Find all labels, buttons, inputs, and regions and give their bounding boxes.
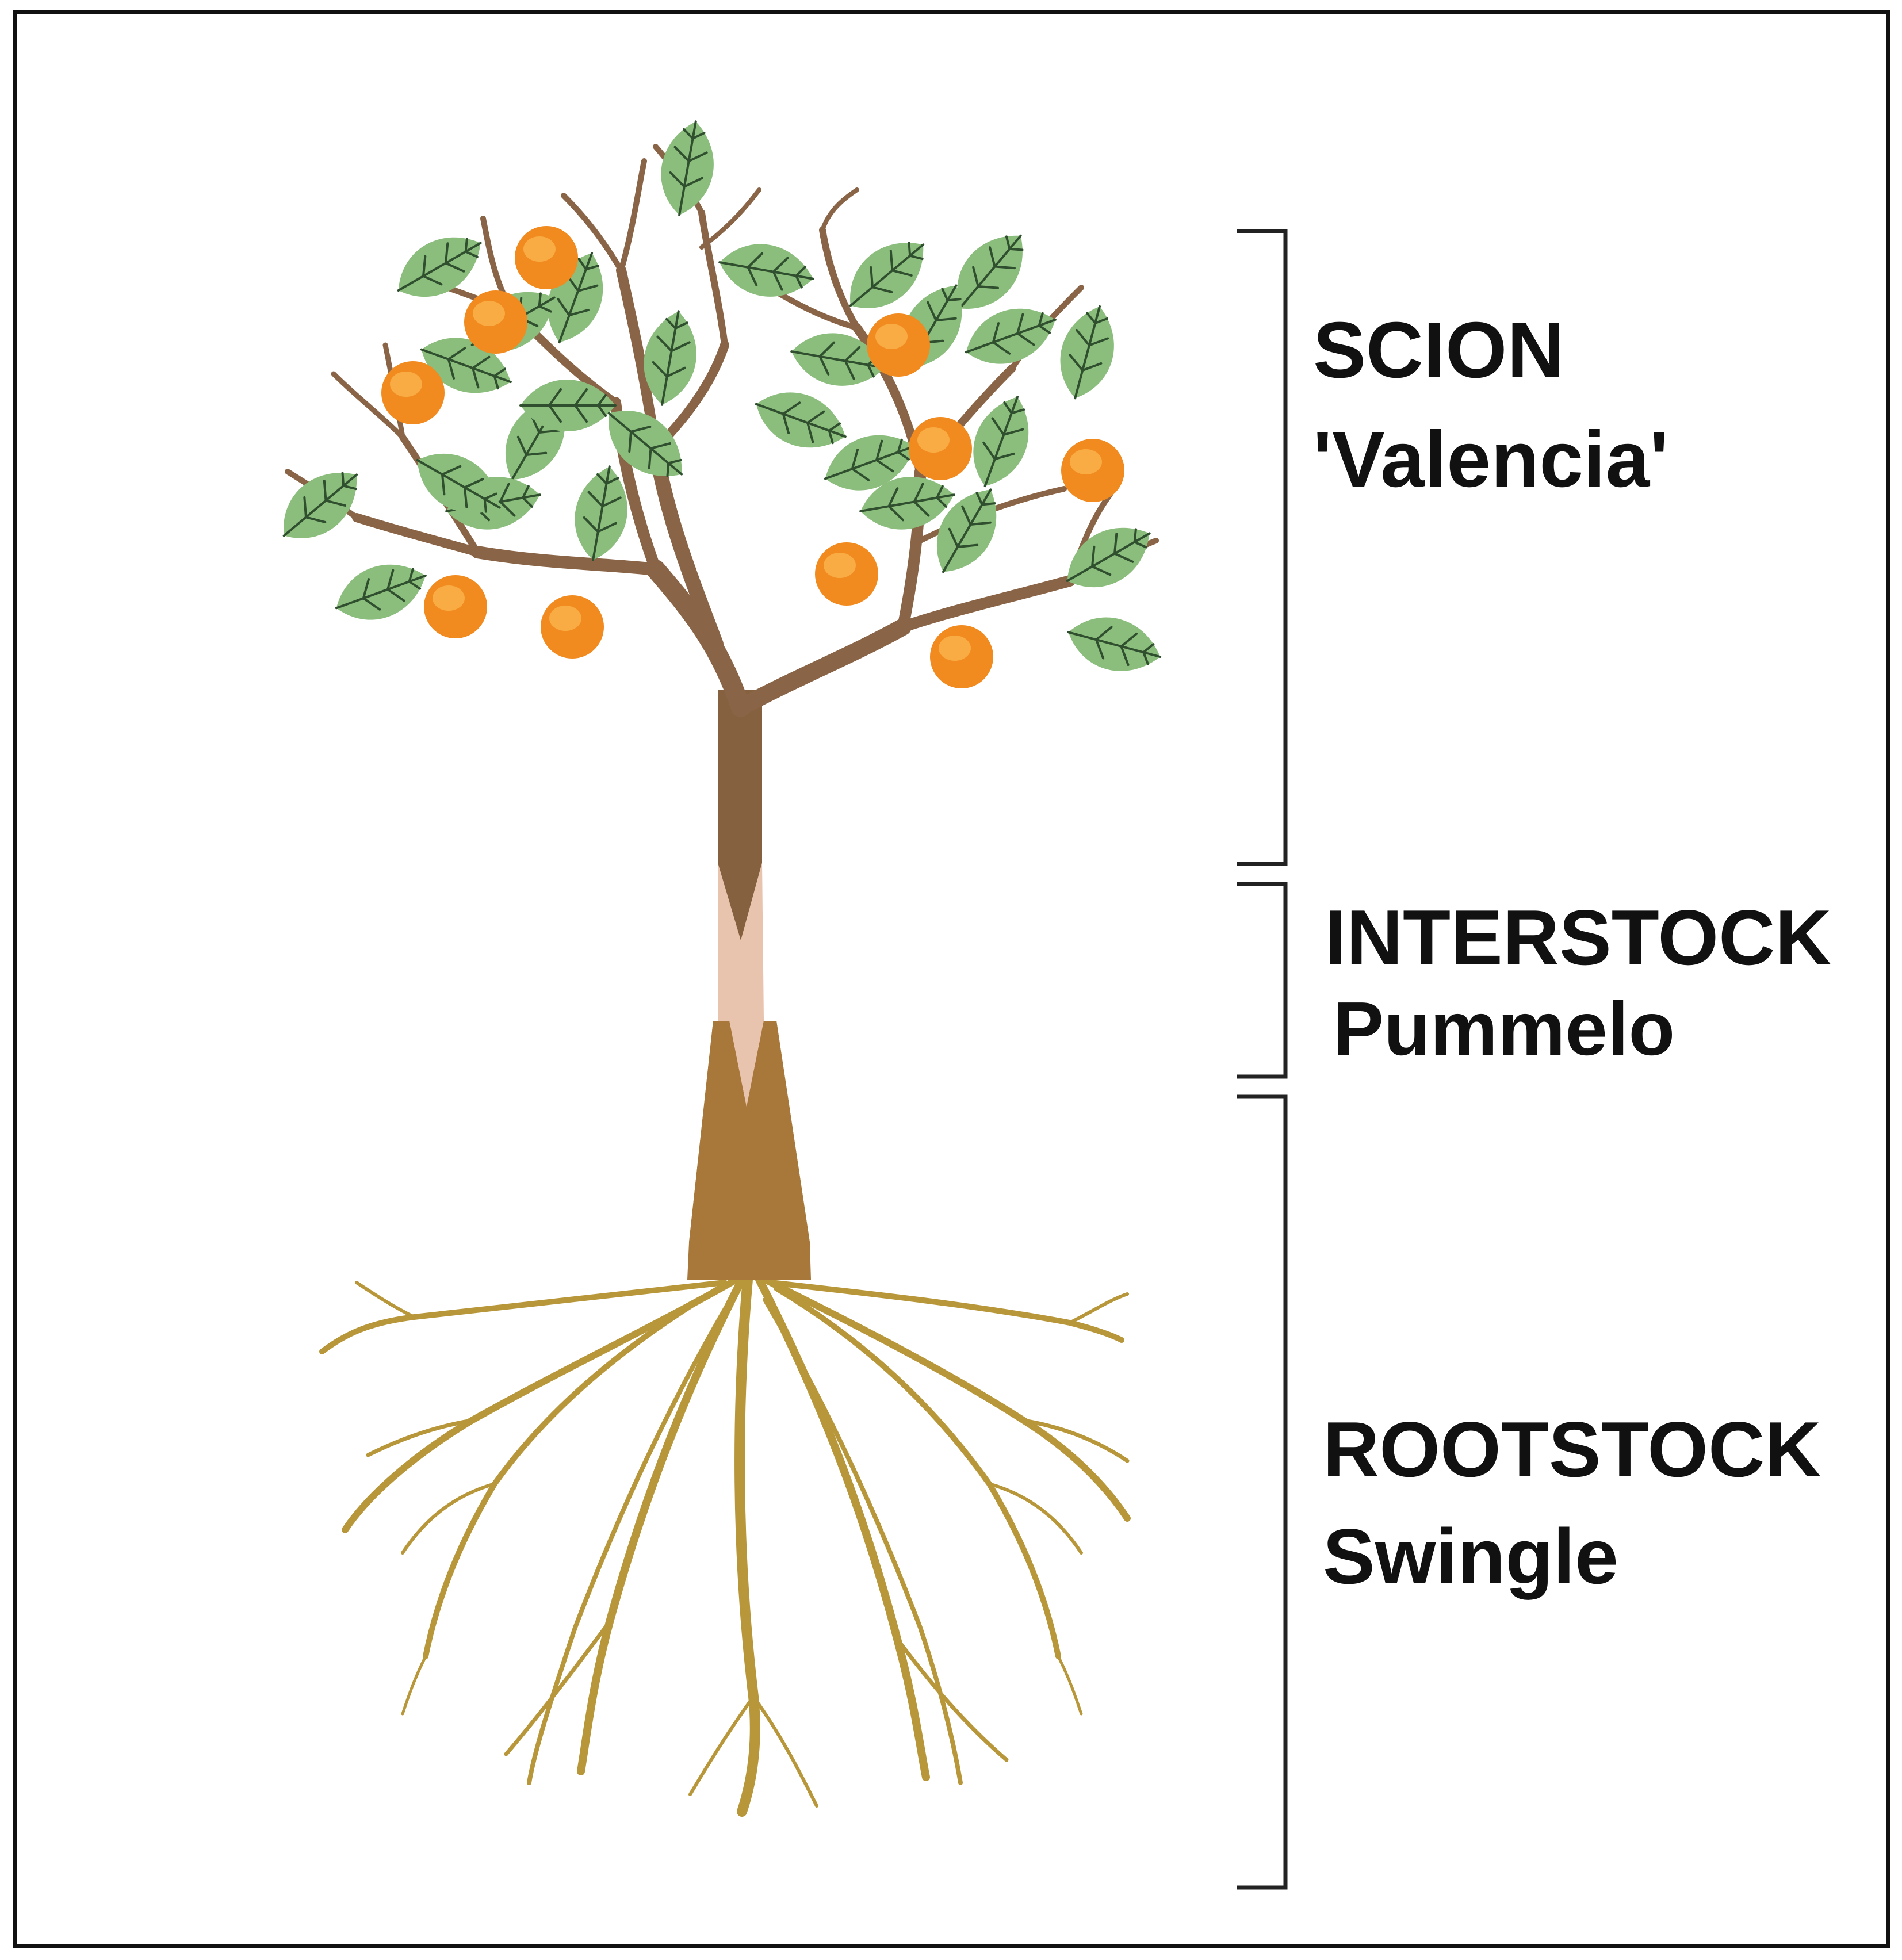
leaf [397,237,482,297]
leaf [661,120,714,216]
orange-fruit [515,226,578,289]
leaves [282,120,1162,671]
branch [699,187,761,250]
interstock-heading: INTERSTOCK [1325,894,1832,981]
root [342,1276,740,1533]
root [1068,1292,1129,1324]
root [768,1280,1124,1343]
root [366,1418,474,1457]
root [504,1620,612,1756]
leaf [335,564,427,620]
branch [352,513,482,557]
rootstock-bracket [1237,1094,1288,1890]
leaf [936,488,997,573]
trunk [687,690,811,1280]
root [734,1274,760,1817]
fruits [381,226,1124,688]
orange-fruit [867,313,930,377]
orange-fruit [541,595,604,659]
rootstock-label: ROOTSTOCK Swingle [1323,1410,1821,1595]
scion-variety: 'Valencia' [1313,415,1669,504]
branch [331,371,405,440]
leaf [849,242,925,308]
root [1057,1655,1083,1716]
root [401,1655,427,1716]
orange-fruit [909,417,972,480]
branch [561,193,624,273]
interstock-variety: Pummelo [1333,986,1675,1071]
root [319,1280,728,1354]
root [1021,1418,1130,1463]
rootstock-variety: Swingle [1323,1513,1618,1600]
leaf [282,472,358,538]
branch [732,618,912,716]
orange-fruit [424,575,487,638]
interstock-segment [718,863,764,1107]
leaf [965,308,1057,364]
orange-fruit [464,290,527,354]
segment-brackets [1237,229,1288,1890]
root [755,1276,930,1781]
root [774,1285,1061,1659]
interstock-bracket [1237,882,1288,1079]
scion-heading: SCION [1313,306,1565,395]
leaf [575,465,627,561]
orange-fruit [1061,439,1124,502]
figure-border [13,10,1890,1948]
leaf [519,380,617,431]
leaf [790,333,886,386]
orange-fruit [815,542,878,606]
root [401,1482,496,1555]
branch [471,546,662,576]
leaf [1066,527,1151,588]
root [752,1695,818,1808]
root [577,1276,746,1775]
leaf [1067,617,1162,671]
leaf [755,392,847,448]
root [527,1297,733,1785]
scion-bracket [1237,229,1288,866]
orange-fruit [930,625,993,688]
leaf [416,453,501,514]
leaf [859,477,955,530]
root [763,1297,963,1785]
orange-fruit [381,361,445,424]
root [688,1695,755,1796]
scion-trunk [718,690,762,940]
leaf [824,435,916,491]
scion-label: SCION 'Valencia' [1313,311,1668,499]
branch [820,187,859,232]
leaf [973,396,1029,488]
root [988,1482,1083,1555]
root [423,1285,722,1659]
leaf [718,244,814,297]
root [895,1637,1009,1762]
branch [897,575,1076,633]
branch [819,227,860,331]
interstock-label: INTERSTOCK Pummelo [1325,898,1832,1067]
branch [618,158,647,273]
branch [698,209,728,349]
root-system [319,1274,1131,1817]
leaf [1060,305,1114,400]
leaf [644,310,696,406]
leaf [957,234,1024,310]
root [355,1281,416,1319]
leaf [607,411,683,477]
rootstock-heading: ROOTSTOCK [1323,1406,1821,1493]
rootstock-graft-union [689,1021,810,1242]
root [761,1276,1131,1522]
